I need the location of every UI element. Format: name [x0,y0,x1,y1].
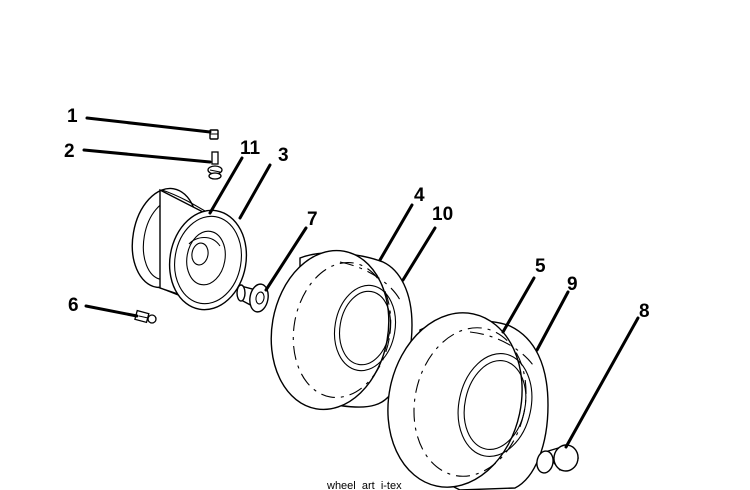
callout-10: 10 [432,204,453,225]
leader-6 [84,304,139,318]
callout-3: 3 [278,145,289,166]
leader-7 [264,226,308,292]
callout-4: 4 [414,185,425,206]
grease-fitting [134,309,157,324]
leader-1 [85,116,212,134]
valve-stem [207,151,223,180]
leader-lines [82,116,640,449]
leader-4 [378,203,414,262]
leader-11 [208,156,244,215]
wheel-rim [131,187,248,311]
leader-5 [501,276,536,334]
art-caption: wheel_art_i-tex [326,480,402,490]
callout-9: 9 [567,274,578,295]
leader-10 [401,226,437,282]
callout-1: 1 [67,106,78,127]
callout-11: 11 [240,138,261,159]
callout-8: 8 [639,301,650,322]
front-tire [270,249,413,411]
callout-7: 7 [307,209,318,230]
leader-2 [82,148,212,164]
callout-5: 5 [535,256,546,277]
leader-3 [238,163,272,220]
leader-9 [535,290,570,352]
valve-cap [209,129,219,140]
rear-tire [387,312,549,490]
callout-labels: 1 2 3 4 5 6 7 8 9 10 11 [64,106,650,322]
callout-6: 6 [68,295,79,316]
leader-8 [564,316,640,449]
hub-cap [536,444,580,474]
flange-bushing [236,283,269,313]
callout-2: 2 [64,141,75,162]
